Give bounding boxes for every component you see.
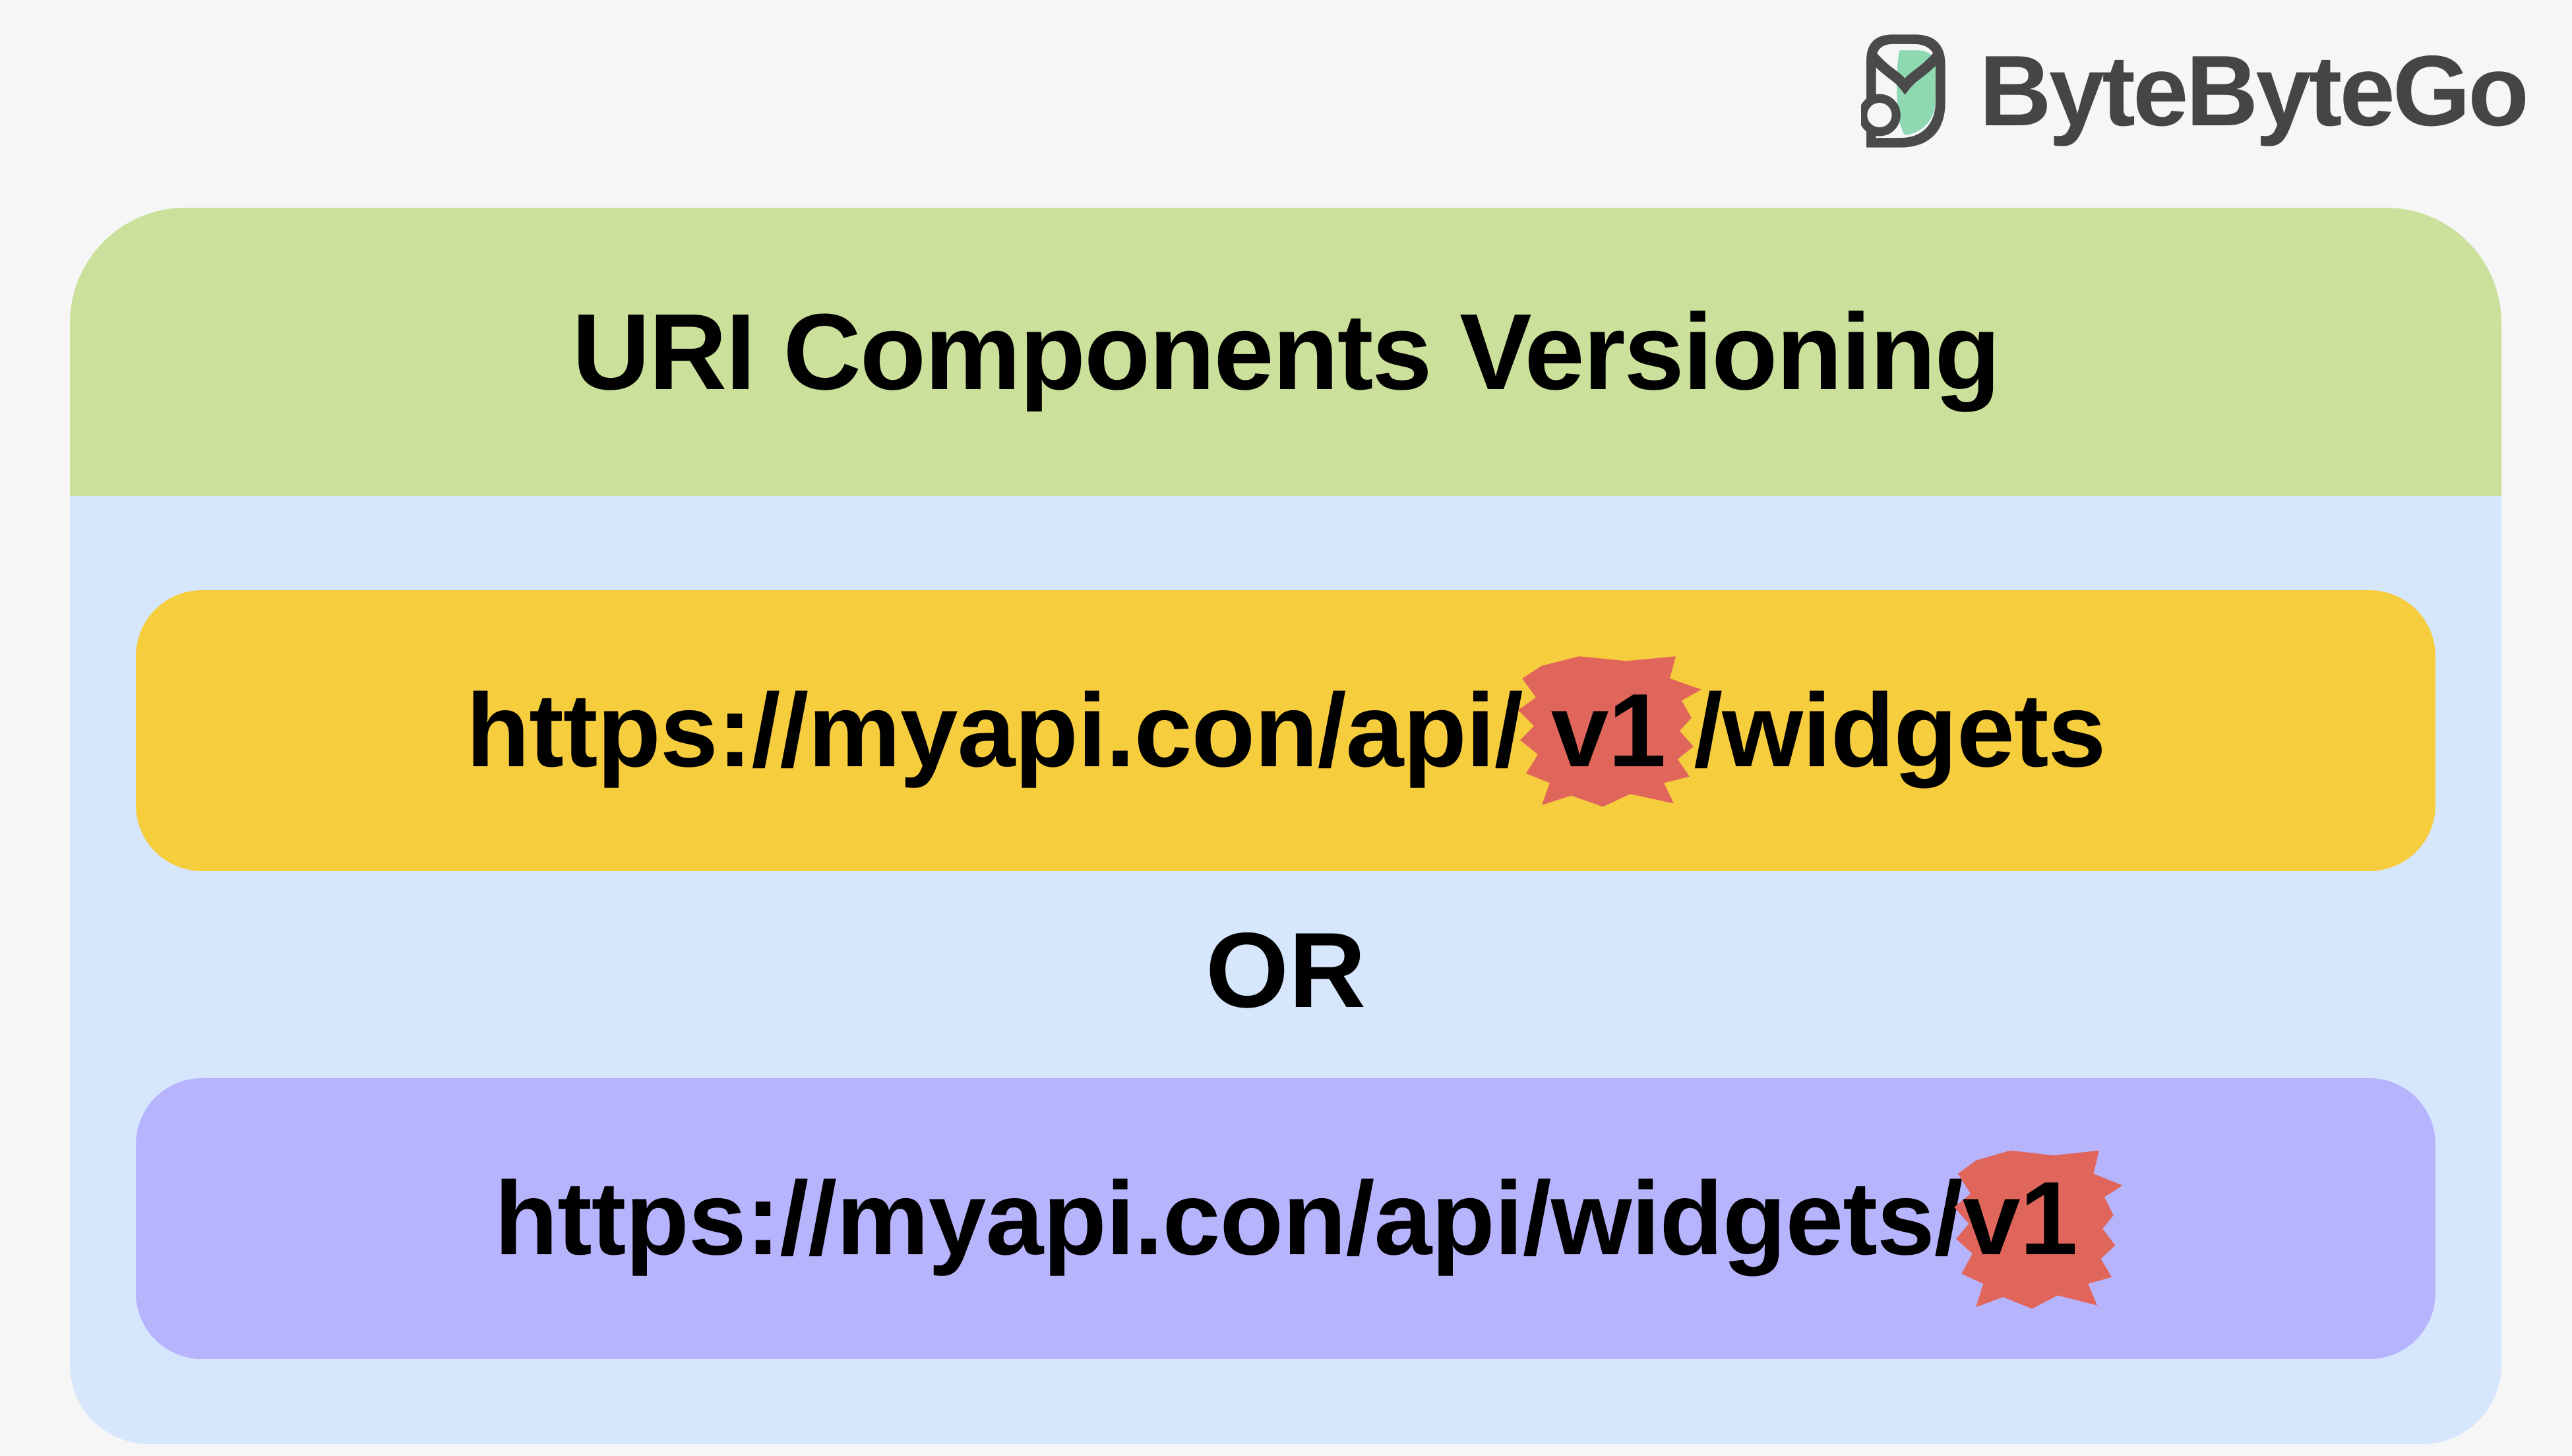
uri-suffix: /widgets [1665,673,2106,789]
bytebytego-logo-icon [1861,34,1945,148]
card-header: URI Components Versioning [70,208,2501,496]
uri-version-text: v1 [1550,673,1667,789]
uri-version-highlight: v1 [1517,656,1701,807]
uri-prefix: https://myapi.con/api/widgets/ [494,1161,1963,1277]
uri-prefix: https://myapi.con/api/ [466,673,1551,789]
uri-version-text: v1 [1962,1161,2078,1277]
versioning-card: URI Components Versioning https://myapi.… [70,208,2501,1444]
bytebytego-logo: ByteByteGo [1861,30,2529,152]
card-title: URI Components Versioning [572,291,2000,412]
uri-option-path-segment-box: https://myapi.con/api/ v1 /widgets [136,590,2435,871]
uri-option-resource-suffix-box: https://myapi.con/api/widgets/v1 [136,1078,2435,1359]
uri-version-highlight: v1 [1954,1150,2123,1310]
uri-text-option-2: https://myapi.con/api/widgets/v1 [495,1150,2123,1310]
bytebytego-logo-text: ByteByteGo [1979,35,2529,147]
or-label: OR [1206,911,1366,1030]
or-separator: OR [70,915,2501,1027]
uri-text-option-1: https://myapi.con/api/ v1 /widgets [466,656,2106,807]
